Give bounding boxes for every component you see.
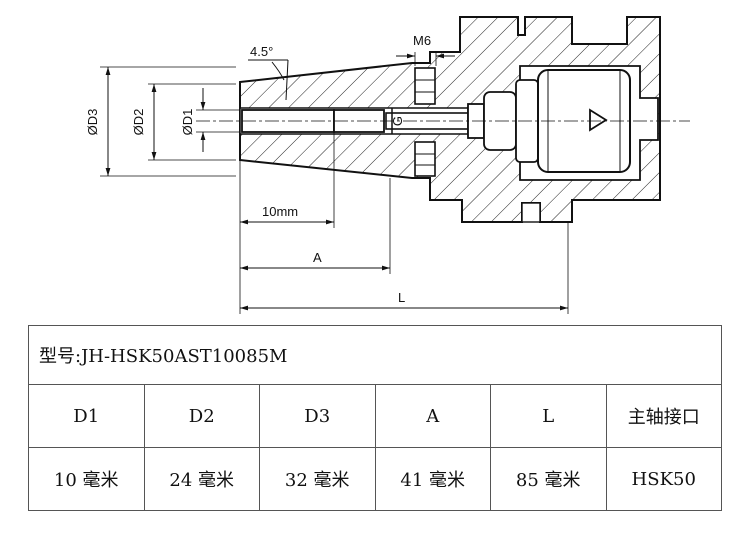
header-spindle-interface: 主轴接口 bbox=[605, 384, 722, 448]
header-d2: D2 bbox=[143, 384, 260, 448]
model-row: 型号:JH-HSK50AST10085M bbox=[28, 325, 722, 385]
angle-label: 4.5° bbox=[250, 44, 273, 59]
spec-table: 型号:JH-HSK50AST10085M D1 D2 D3 A L 主轴接口 1… bbox=[28, 325, 722, 511]
header-row: D1 D2 D3 A L 主轴接口 bbox=[28, 384, 722, 448]
value-d3: 32 毫米 bbox=[259, 447, 376, 511]
value-l: 85 毫米 bbox=[490, 447, 607, 511]
g-label: G bbox=[390, 116, 405, 126]
header-d3: D3 bbox=[259, 384, 376, 448]
drive-key-triangle-icon bbox=[589, 108, 608, 132]
a-label: A bbox=[313, 250, 322, 265]
thread-label: M6 bbox=[413, 33, 431, 48]
header-l: L bbox=[490, 384, 607, 448]
depth-label: 10mm bbox=[262, 204, 298, 219]
l-label: L bbox=[398, 290, 405, 305]
tool-holder-drawing: 4.5° M6 ØD3 ØD2 ØD1 G 10mm A L bbox=[85, 16, 690, 314]
value-spindle-interface: HSK50 bbox=[605, 447, 722, 511]
value-d2: 24 毫米 bbox=[143, 447, 260, 511]
value-d1: 10 毫米 bbox=[28, 447, 145, 511]
values-row: 10 毫米 24 毫米 32 毫米 41 毫米 85 毫米 HSK50 bbox=[28, 447, 722, 511]
m6-set-screws bbox=[414, 67, 541, 223]
d3-label: ØD3 bbox=[85, 109, 100, 136]
header-d1: D1 bbox=[28, 384, 145, 448]
value-a: 41 毫米 bbox=[374, 447, 491, 511]
dimension-lines bbox=[105, 53, 568, 311]
d2-label: ØD2 bbox=[131, 109, 146, 136]
header-a: A bbox=[374, 384, 491, 448]
model-label: 型号:JH-HSK50AST10085M bbox=[28, 325, 722, 385]
d1-label: ØD1 bbox=[180, 109, 195, 136]
